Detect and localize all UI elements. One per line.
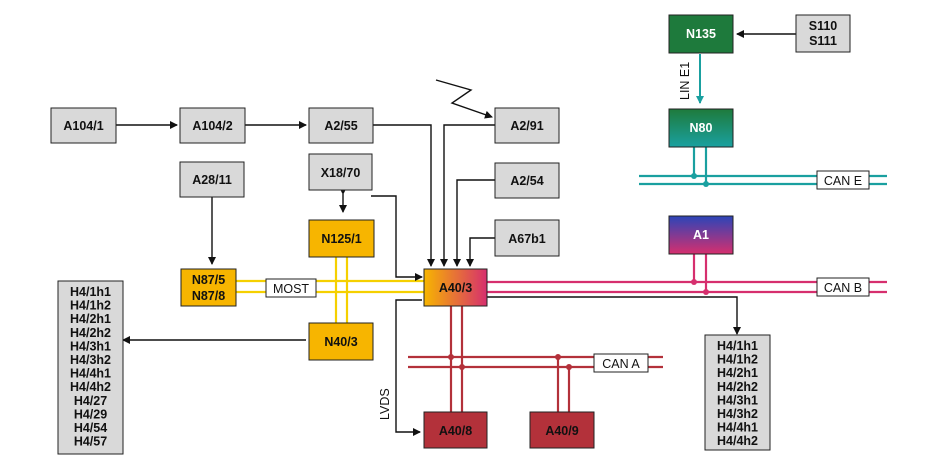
module-a104-1-label: A104/1	[63, 119, 103, 133]
lvds-label: LVDS	[378, 388, 392, 420]
module-a104-1[interactable]: A104/1	[50, 107, 117, 144]
speaker-label: H4/57	[74, 435, 107, 449]
module-a104-2[interactable]: A104/2	[179, 107, 246, 144]
module-a40-3[interactable]: A40/3	[423, 268, 488, 307]
can-a-junction	[555, 354, 561, 360]
speaker-label: H4/1h1	[70, 285, 111, 299]
speaker-label: H4/4h1	[717, 421, 758, 435]
lin-e1-label: LIN E1	[678, 62, 692, 100]
can-a-tag: CAN A	[593, 353, 649, 373]
module-a67b1[interactable]: A67b1	[494, 219, 560, 257]
module-a40-8[interactable]: A40/8	[423, 411, 488, 449]
speaker-label: H4/4h2	[717, 434, 758, 448]
speaker-label: H4/3h2	[717, 407, 758, 421]
module-a1-label: A1	[693, 228, 709, 242]
module-a28-11[interactable]: A28/11	[179, 161, 245, 198]
module-n80[interactable]: N80	[668, 108, 734, 148]
speaker-label: H4/1h1	[717, 339, 758, 353]
speaker-label: H4/2h1	[70, 312, 111, 326]
module-n125-1-label: N125/1	[321, 232, 361, 246]
most-tag: MOST	[265, 278, 317, 298]
most-label: MOST	[273, 282, 309, 296]
speaker-label: H4/3h2	[70, 353, 111, 367]
can-e-junction	[703, 181, 709, 187]
module-n135[interactable]: N135	[668, 14, 734, 54]
module-n80-label: N80	[690, 121, 713, 135]
module-s110-s111[interactable]: S110 S111	[795, 14, 851, 53]
speaker-label: H4/27	[74, 394, 107, 408]
module-a1[interactable]: A1	[668, 215, 734, 255]
module-x18-70[interactable]: X18/70	[308, 153, 373, 191]
can-b-tag: CAN B	[816, 277, 870, 297]
can-b-label: CAN B	[824, 281, 862, 295]
speaker-label: H4/4h2	[70, 380, 111, 394]
module-a67b1-label: A67b1	[508, 232, 546, 246]
module-s111-label: S111	[809, 34, 837, 48]
module-a2-54-label: A2/54	[510, 174, 543, 188]
speaker-label: H4/2h2	[717, 380, 758, 394]
can-a-junction	[566, 364, 572, 370]
speaker-label: H4/29	[74, 407, 107, 421]
speaker-list-left[interactable]: H4/1h1H4/1h2H4/2h1H4/2h2H4/3h1H4/3h2H4/4…	[57, 280, 124, 455]
speaker-list-right[interactable]: H4/1h1H4/1h2H4/2h1H4/2h2H4/3h1H4/3h2H4/4…	[704, 334, 771, 451]
module-n87-5-label: N87/5	[192, 273, 225, 287]
module-a2-55[interactable]: A2/55	[308, 107, 374, 144]
can-e-junction	[691, 173, 697, 179]
can-b-junction	[691, 279, 697, 285]
module-a40-9-label: A40/9	[545, 424, 578, 438]
module-a2-91-label: A2/91	[510, 119, 543, 133]
can-b-junction	[703, 289, 709, 295]
can-e-label: CAN E	[824, 174, 862, 188]
module-n87-8-label: N87/8	[192, 289, 225, 303]
module-n40-3[interactable]: N40/3	[308, 322, 374, 361]
can-a-junction	[448, 354, 454, 360]
can-a-junction	[459, 364, 465, 370]
speaker-label: H4/4h1	[70, 367, 111, 381]
module-a104-2-label: A104/2	[192, 119, 232, 133]
speaker-label: H4/3h1	[717, 393, 758, 407]
module-a40-8-label: A40/8	[439, 424, 472, 438]
speaker-label: H4/3h1	[70, 339, 111, 353]
module-a40-9[interactable]: A40/9	[529, 411, 595, 449]
speaker-label: H4/1h2	[717, 353, 758, 367]
speaker-label: H4/54	[74, 421, 107, 435]
module-s110-label: S110	[809, 19, 838, 33]
module-n125-1[interactable]: N125/1	[308, 219, 375, 258]
module-x18-70-label: X18/70	[321, 166, 361, 180]
module-a28-11-label: A28/11	[192, 173, 232, 187]
signal-arrows	[116, 30, 796, 436]
can-a-label: CAN A	[602, 357, 640, 371]
module-n40-3-label: N40/3	[324, 335, 357, 349]
module-a2-91[interactable]: A2/91	[494, 107, 560, 144]
speaker-label: H4/1h2	[70, 299, 111, 313]
module-a2-55-label: A2/55	[324, 119, 357, 133]
module-n87[interactable]: N87/5 N87/8	[180, 268, 237, 307]
module-n135-label: N135	[686, 27, 716, 41]
speaker-label: H4/2h2	[70, 326, 111, 340]
speaker-label: H4/2h1	[717, 366, 758, 380]
module-a40-3-label: A40/3	[439, 281, 472, 295]
most-bus-lines	[236, 256, 427, 325]
can-e-tag: CAN E	[816, 170, 870, 190]
module-a2-54[interactable]: A2/54	[494, 162, 560, 199]
